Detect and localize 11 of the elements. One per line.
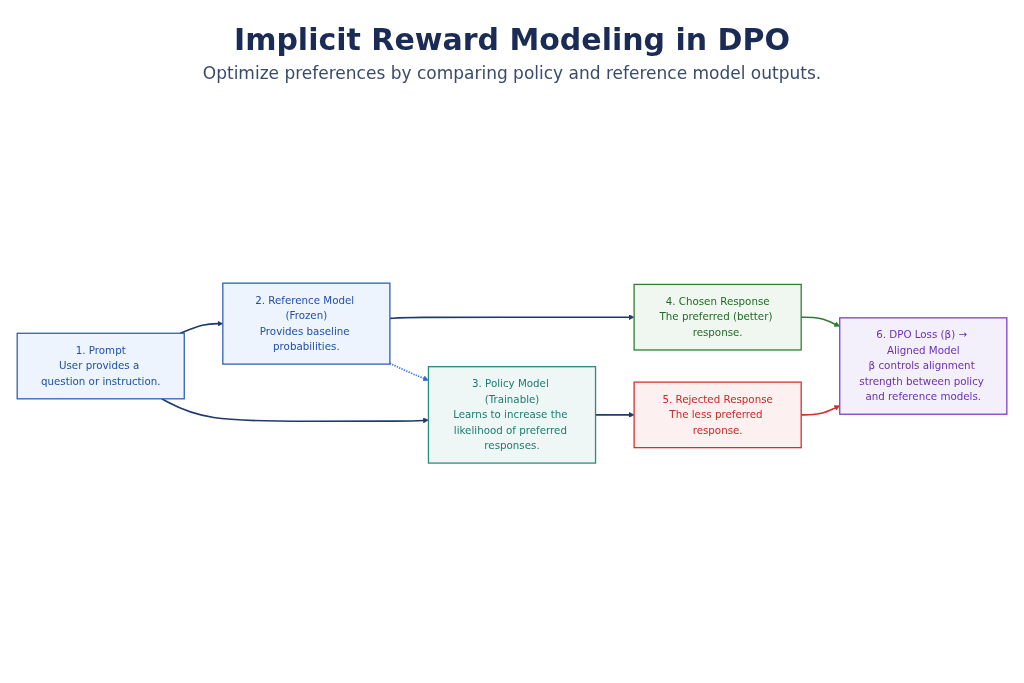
node-box: 1. Prompt User provides a question or instruction. xyxy=(16,332,185,400)
arrow xyxy=(389,314,635,320)
diagram-title: Implicit Reward Modeling in DPO xyxy=(233,22,790,57)
arrow xyxy=(160,397,429,424)
node-box: 3. Policy Model (Trainable) Learns to increase the likelihood of preferred responses. xyxy=(427,365,597,464)
arrow xyxy=(389,362,429,381)
node-box: 6. DPO Loss (β) → Aligned Model β controls alignment strength between policy and reference models. xyxy=(839,317,1008,415)
node-box: 2. Reference Model (Frozen) Provides baseline probabilities. xyxy=(222,282,391,365)
subtitle: Optimize preferences by comparing policy and reference model outputs. xyxy=(202,63,822,83)
node-box: 5. Rejected Response The less preferred response. xyxy=(633,381,802,449)
node-box: 4. Chosen Response The preferred (better) response. xyxy=(633,283,802,351)
